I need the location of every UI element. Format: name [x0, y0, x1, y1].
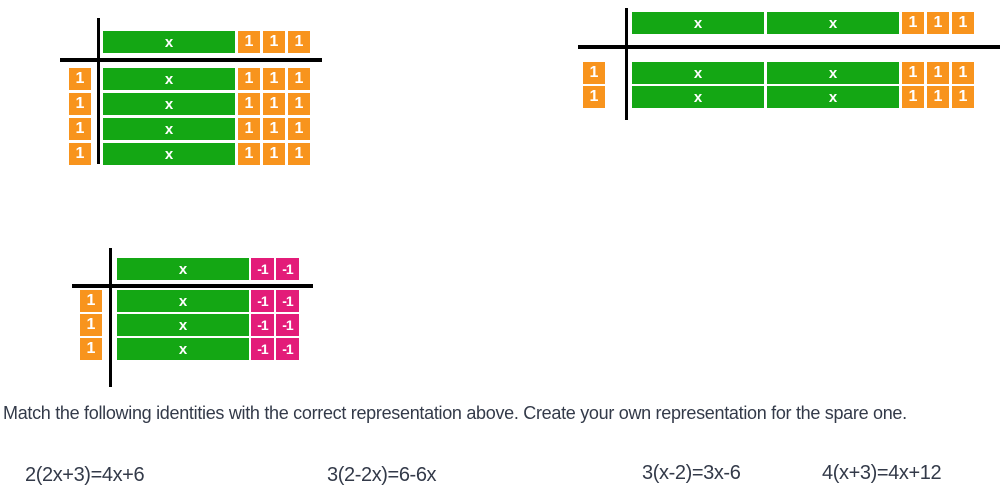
unit-tile: 1 — [238, 118, 260, 140]
unit-tile: 1 — [902, 62, 924, 84]
unit-tile: 1 — [69, 143, 91, 165]
vertical-axis-line — [97, 18, 100, 164]
vertical-axis-line — [625, 8, 628, 120]
unit-tile: 1 — [263, 68, 285, 90]
unit-tile: 1 — [263, 143, 285, 165]
horizontal-axis-line — [72, 284, 313, 288]
unit-tile: 1 — [263, 93, 285, 115]
negative-unit-tile: -1 — [276, 338, 299, 360]
negative-unit-tile: -1 — [276, 290, 299, 312]
unit-tile: 1 — [288, 68, 310, 90]
negative-unit-tile: -1 — [251, 290, 274, 312]
unit-tile: 1 — [263, 118, 285, 140]
horizontal-axis-line — [578, 45, 1000, 49]
unit-tile: 1 — [952, 62, 974, 84]
x-tile: x — [767, 86, 899, 108]
x-tile: x — [103, 93, 235, 115]
x-tile: x — [117, 258, 249, 280]
identity-label-2[interactable]: 3(2-2x)=6-6x — [327, 464, 437, 486]
unit-tile: 1 — [927, 86, 949, 108]
unit-tile: 1 — [288, 143, 310, 165]
x-tile: x — [103, 143, 235, 165]
x-tile: x — [632, 86, 764, 108]
x-tile: x — [117, 314, 249, 336]
unit-tile: 1 — [238, 93, 260, 115]
tile-row: x-1-1 — [117, 290, 299, 312]
identity-label-4[interactable]: 4(x+3)=4x+12 — [822, 462, 942, 484]
header-tiles: x-1-1 — [117, 258, 299, 280]
identity-label-1[interactable]: 2(2x+3)=4x+6 — [25, 464, 145, 486]
horizontal-axis-line — [60, 58, 322, 62]
unit-tile: 1 — [238, 68, 260, 90]
vertical-axis-line — [109, 248, 112, 387]
instruction-text: Match the following identities with the … — [3, 403, 907, 423]
unit-tile: 1 — [69, 68, 91, 90]
x-tile: x — [632, 12, 764, 34]
x-tile: x — [767, 12, 899, 34]
identity-label-3[interactable]: 3(x-2)=3x-6 — [642, 462, 741, 484]
x-tile: x — [103, 31, 235, 53]
unit-tile: 1 — [69, 93, 91, 115]
negative-unit-tile: -1 — [251, 338, 274, 360]
unit-tile: 1 — [80, 290, 102, 312]
unit-tile: 1 — [288, 31, 310, 53]
unit-tile: 1 — [288, 93, 310, 115]
tile-row: x-1-1 — [117, 338, 299, 360]
negative-unit-tile: -1 — [251, 258, 274, 280]
negative-unit-tile: -1 — [276, 258, 299, 280]
x-tile: x — [117, 290, 249, 312]
tile-row: x-1-1 — [117, 314, 299, 336]
unit-tile: 1 — [902, 12, 924, 34]
unit-tile: 1 — [952, 12, 974, 34]
x-tile: x — [767, 62, 899, 84]
unit-tile: 1 — [583, 62, 605, 84]
unit-tile: 1 — [80, 314, 102, 336]
unit-tile: 1 — [902, 86, 924, 108]
left-column-tiles: 1 1 1 1 — [69, 68, 91, 165]
unit-tile: 1 — [80, 338, 102, 360]
unit-tile: 1 — [238, 31, 260, 53]
unit-tile: 1 — [69, 118, 91, 140]
unit-tile: 1 — [927, 12, 949, 34]
unit-tile: 1 — [263, 31, 285, 53]
unit-tile: 1 — [952, 86, 974, 108]
negative-unit-tile: -1 — [276, 314, 299, 336]
unit-tile: 1 — [288, 118, 310, 140]
x-tile: x — [103, 118, 235, 140]
x-tile: x — [632, 62, 764, 84]
x-tile: x — [103, 68, 235, 90]
unit-tile: 1 — [238, 143, 260, 165]
x-tile: x — [117, 338, 249, 360]
negative-unit-tile: -1 — [251, 314, 274, 336]
unit-tile: 1 — [583, 86, 605, 108]
unit-tile: 1 — [927, 62, 949, 84]
